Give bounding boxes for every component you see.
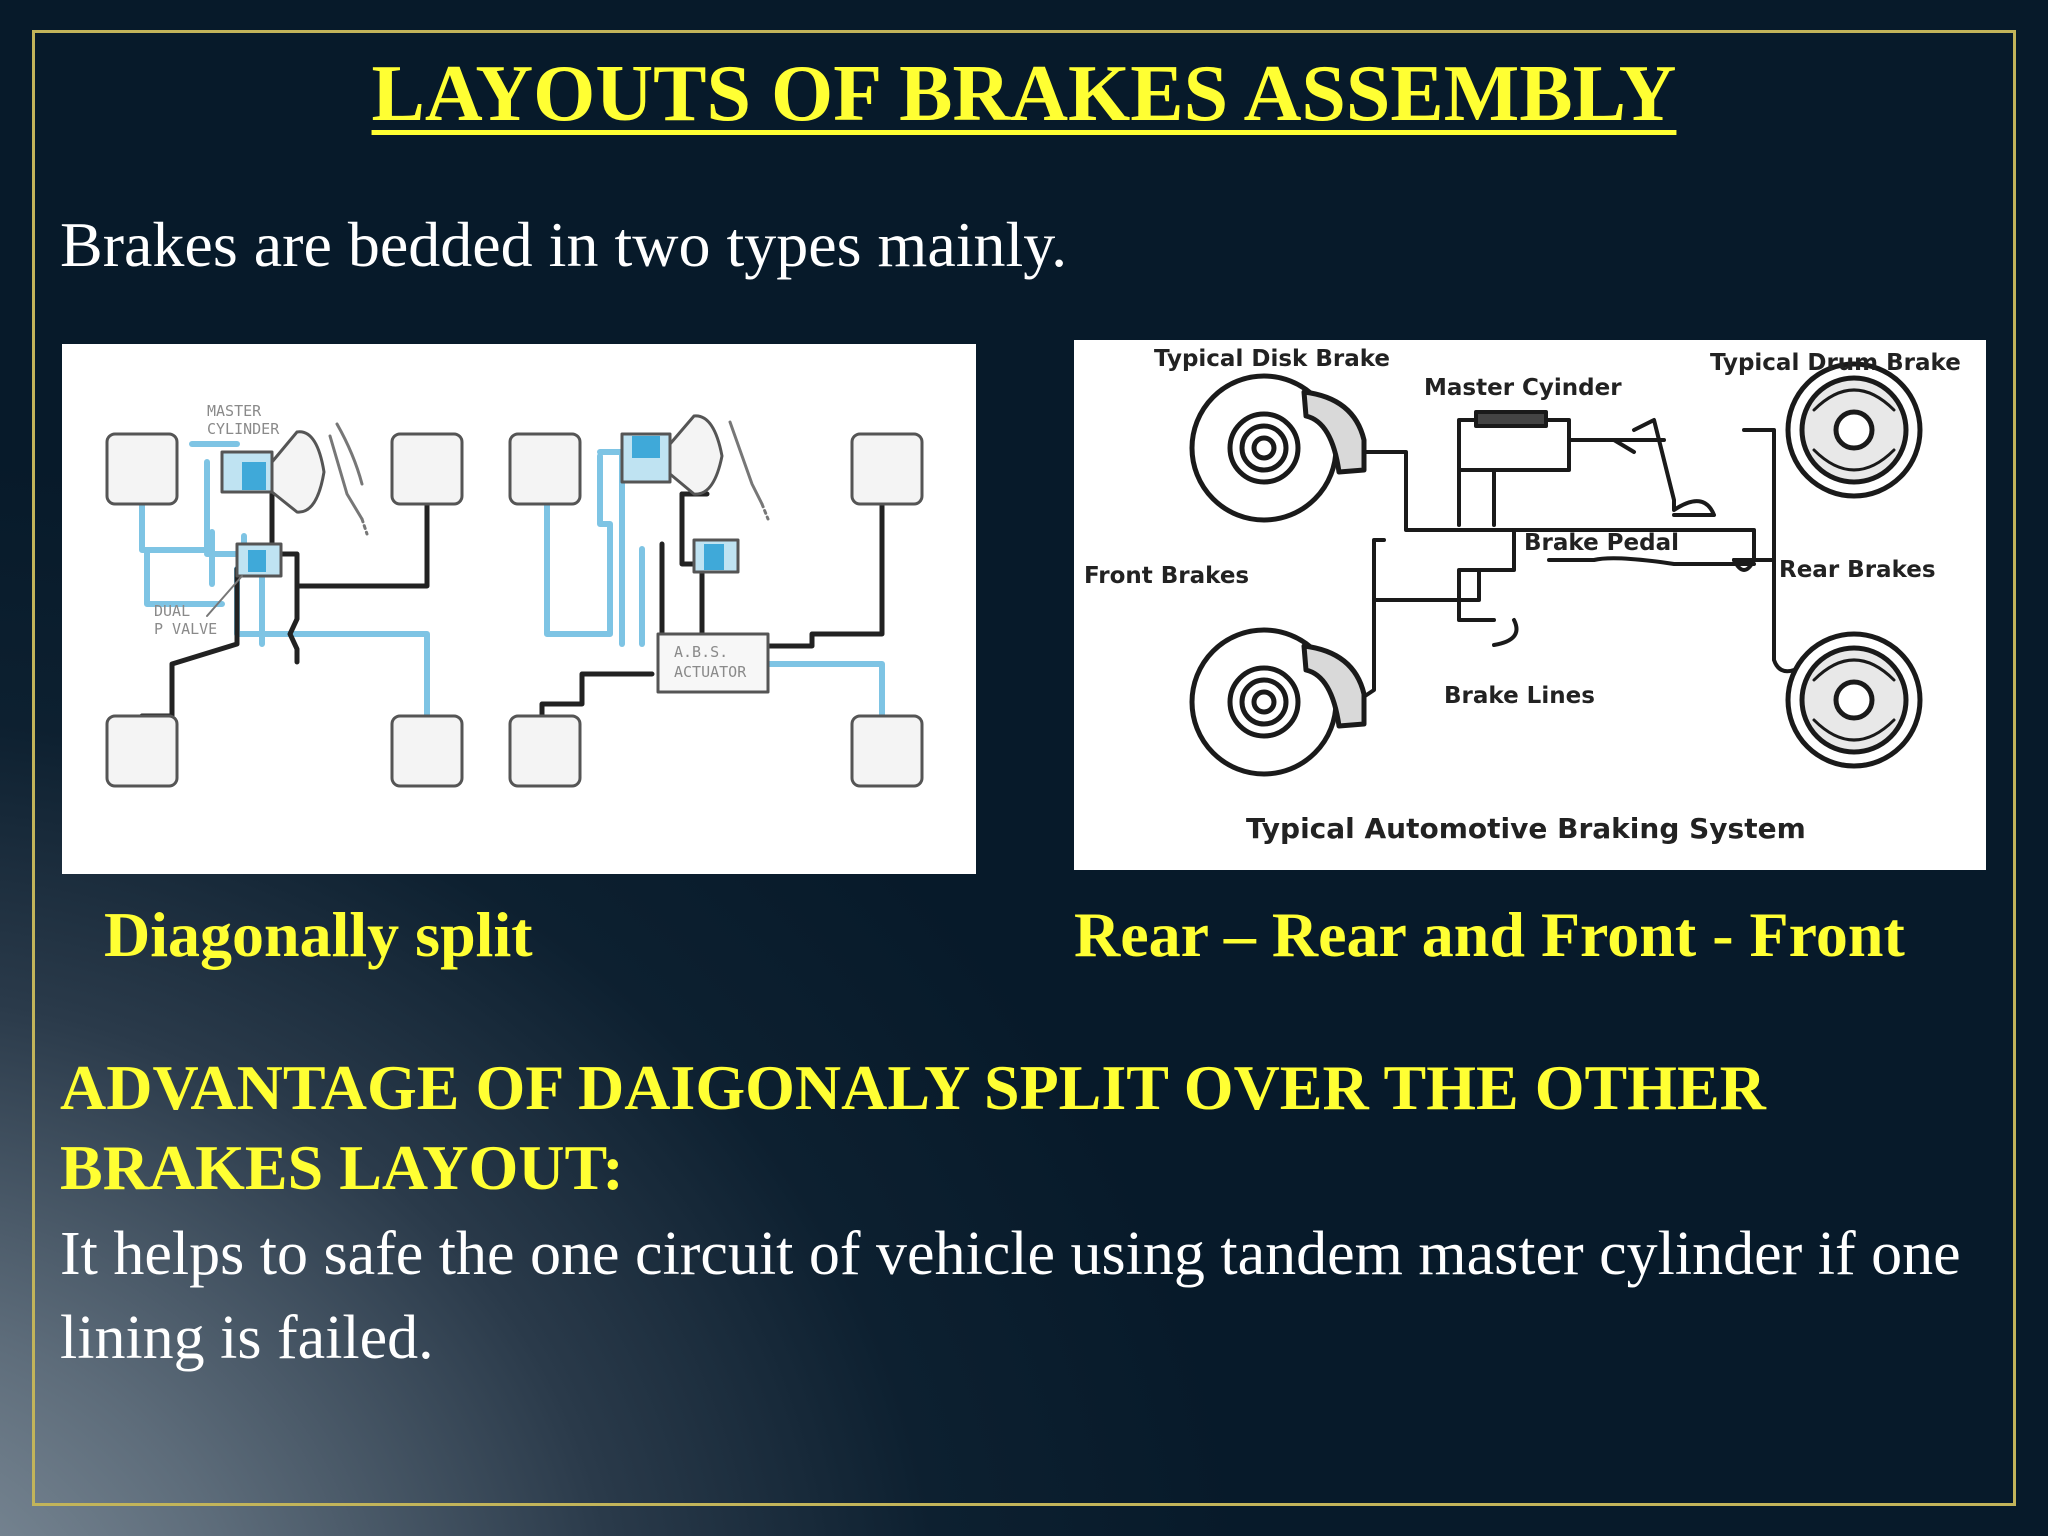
- diagonal-split-diagram: MASTER CYLINDER DUAL P VALVE A.B.S. ACTU…: [62, 344, 976, 874]
- master-cylinder-label-1: MASTER: [207, 402, 262, 420]
- layout2-dark-lines: [539, 491, 885, 725]
- automotive-braking-system-diagram: Typical Disk Brake Master Cyinder Typica…: [1074, 340, 1986, 870]
- slide-frame: [32, 30, 2016, 1506]
- advantage-heading: ADVANTAGE OF DAIGONALY SPLIT OVER THE OT…: [60, 1052, 1766, 1203]
- brake-lines-label: Brake Lines: [1444, 683, 1595, 709]
- layout2-wheels: [508, 432, 924, 788]
- drum-brake-rear-bottom: [1785, 631, 1923, 769]
- rear-front-caption: Rear – Rear and Front - Front: [1074, 899, 1905, 970]
- layout1-master-cylinder: [220, 422, 369, 536]
- disk-brake-front-bottom: [1189, 627, 1367, 777]
- diagonally-split-caption: Diagonally split: [104, 899, 533, 970]
- dual-valve-label-2: P VALVE: [154, 620, 217, 638]
- intro-text: Brakes are bedded in two types mainly.: [60, 209, 1068, 280]
- typical-drum-brake-label: Typical Drum Brake: [1710, 350, 1961, 376]
- abs-actuator-box: [656, 632, 770, 694]
- master-cylinder-label-2: CYLINDER: [207, 420, 280, 438]
- layout1-wheels: [105, 432, 464, 788]
- disk-brake-front-top: [1189, 373, 1367, 523]
- typical-disk-brake-label: Typical Disk Brake: [1154, 346, 1390, 372]
- abs-label-2: ACTUATOR: [674, 663, 747, 681]
- brake-pedal-label: Brake Pedal: [1524, 530, 1679, 556]
- front-brakes-label: Front Brakes: [1084, 563, 1249, 589]
- advantage-body: It helps to safe the one circuit of vehi…: [60, 1220, 1961, 1372]
- layout2-master-cylinder: [620, 414, 770, 521]
- layout2-valve: [692, 538, 740, 574]
- master-cylinder-body: [1457, 410, 1716, 517]
- layout1-dual-valve: [206, 542, 283, 617]
- braking-system-title: Typical Automotive Braking System: [1246, 812, 1806, 845]
- dual-valve-label-1: DUAL: [154, 602, 190, 620]
- drum-brake-rear-top: [1785, 361, 1923, 499]
- brake-lines-network: [1357, 428, 1796, 702]
- master-cylinder-label: Master Cyinder: [1424, 375, 1622, 401]
- rear-brakes-label: Rear Brakes: [1779, 557, 1936, 583]
- slide-title: LAYOUTS OF BRAKES ASSEMBLY: [371, 50, 1677, 138]
- abs-label-1: A.B.S.: [674, 643, 728, 661]
- layout2-blue-lines: [544, 449, 885, 727]
